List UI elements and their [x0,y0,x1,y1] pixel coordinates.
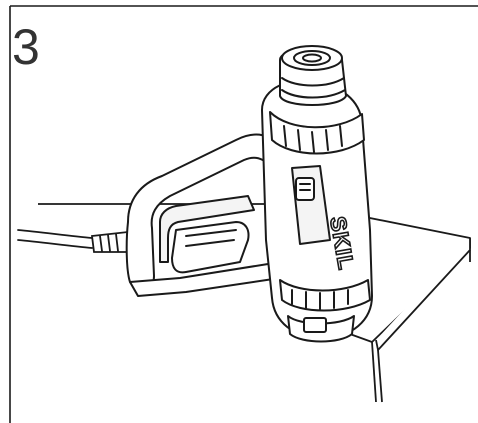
power-cord [17,229,134,253]
table-surface [38,203,471,403]
heat-gun-body [125,45,373,343]
step-number: 3 [12,19,40,75]
frame-border [9,5,478,423]
